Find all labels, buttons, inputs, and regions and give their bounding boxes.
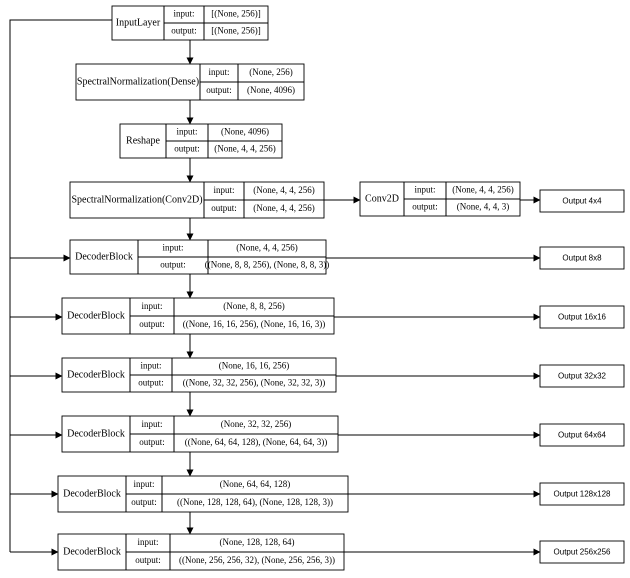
input-port-label: input: xyxy=(414,185,435,195)
output-node-output-16x16: Output 16x16 xyxy=(539,305,625,329)
output-node-output-8x8: Output 8x8 xyxy=(539,246,625,270)
layer-name: Reshape xyxy=(126,135,160,146)
connection-lines xyxy=(9,19,541,556)
layer-name: DecoderBlock xyxy=(67,310,125,321)
layer-node-decoderblock: DecoderBlock input: output: (None, 32, 32, … xyxy=(61,415,339,453)
output-node-output-128x128: Output 128x128 xyxy=(539,482,625,506)
input-shape: (None, 16, 16, 256) xyxy=(219,361,290,371)
input-port-label: input: xyxy=(141,419,162,429)
output-box xyxy=(539,189,625,213)
layer-name: InputLayer xyxy=(116,17,161,28)
layer-name: Conv2D xyxy=(365,193,399,204)
output-box xyxy=(539,482,625,506)
input-shape: (None, 4, 4, 256) xyxy=(253,185,315,195)
layer-node-spectralnormalization-dense: SpectralNormalization(Dense) input: output… xyxy=(75,63,305,101)
output-box xyxy=(539,423,625,447)
layer-name: DecoderBlock xyxy=(67,428,125,439)
input-port-label: input: xyxy=(173,9,194,19)
layer-node-decoderblock: DecoderBlock input: output: (None, 4, 4, 25… xyxy=(69,239,329,275)
output-shape: [(None, 256)] xyxy=(211,26,260,36)
output-port-label: output: xyxy=(211,203,237,213)
layer-node-decoderblock: DecoderBlock input: output: (None, 8, 8, 25… xyxy=(61,297,335,335)
input-shape: (None, 32, 32, 256) xyxy=(221,419,292,429)
layer-name: DecoderBlock xyxy=(63,546,121,557)
output-label: Output 256x256 xyxy=(554,548,611,557)
input-shape: (None, 4, 4, 256) xyxy=(236,243,298,253)
output-shape: (None, 4, 4, 256) xyxy=(214,144,276,154)
output-port-label: output: xyxy=(131,497,157,507)
output-label: Output 4x4 xyxy=(562,197,602,206)
output-box xyxy=(539,246,625,270)
input-port-label: input: xyxy=(137,537,158,547)
skip-connection-line xyxy=(9,19,112,552)
input-port-label: input: xyxy=(162,243,183,253)
input-port-label: input: xyxy=(208,67,229,77)
output-shape: ((None, 64, 64, 128), (None, 64, 64, 3)) xyxy=(185,437,327,447)
output-port-label: output: xyxy=(206,85,232,95)
input-shape: [(None, 256)] xyxy=(211,9,260,19)
output-box xyxy=(539,305,625,329)
input-shape: (None, 256) xyxy=(249,67,293,77)
input-port-label: input: xyxy=(141,301,162,311)
input-port-label: input: xyxy=(213,185,234,195)
layer-node-inputlayer: InputLayer input: output: [(None, 256)] [(No… xyxy=(111,5,269,41)
layer-name: DecoderBlock xyxy=(63,488,121,499)
input-shape: (None, 4096) xyxy=(221,127,269,137)
layer-name: SpectralNormalization(Dense) xyxy=(77,76,199,87)
input-shape: (None, 128, 128, 64) xyxy=(220,537,295,547)
input-shape: (None, 8, 8, 256) xyxy=(223,301,285,311)
input-port-label: input: xyxy=(133,479,154,489)
output-port-label: output: xyxy=(139,319,165,329)
layer-node-reshape: Reshape input: output: (None, 4096) (None, 4… xyxy=(119,123,283,159)
layer-node-decoderblock: DecoderBlock input: output: (None, 16, 16, … xyxy=(61,357,337,393)
layer-nodes: InputLayer input: output: [(None, 256)] [(No… xyxy=(57,5,625,571)
layer-node-decoderblock: DecoderBlock input: output: (None, 128, 128… xyxy=(57,533,345,571)
output-port-label: output: xyxy=(160,260,186,270)
input-shape: (None, 4, 4, 256) xyxy=(452,185,514,195)
output-box xyxy=(539,364,625,388)
output-label: Output 16x16 xyxy=(558,313,607,322)
layer-node-spectralnormalization-conv2d: SpectralNormalization(Conv2D) input: outpu… xyxy=(69,181,325,219)
output-label: Output 8x8 xyxy=(562,254,602,263)
output-port-label: output: xyxy=(135,555,161,565)
input-shape: (None, 64, 64, 128) xyxy=(220,479,291,489)
layer-name: SpectralNormalization(Conv2D) xyxy=(71,194,202,205)
layer-node-decoderblock: DecoderBlock input: output: (None, 64, 64, … xyxy=(57,475,349,513)
output-shape: ((None, 32, 32, 256), (None, 32, 32, 3)) xyxy=(183,378,325,388)
output-shape: (None, 4, 4, 3) xyxy=(457,202,510,212)
output-label: Output 128x128 xyxy=(554,490,611,499)
output-port-label: output: xyxy=(138,378,164,388)
layer-name: DecoderBlock xyxy=(75,251,133,262)
output-port-label: output: xyxy=(174,144,200,154)
output-box xyxy=(539,540,625,564)
output-shape: (None, 4, 4, 256) xyxy=(253,203,315,213)
output-shape: ((None, 128, 128, 64), (None, 128, 128, … xyxy=(177,497,333,507)
output-shape: (None, 4096) xyxy=(247,85,295,95)
output-node-output-32x32: Output 32x32 xyxy=(539,364,625,388)
output-node-output-4x4: Output 4x4 xyxy=(539,189,625,213)
output-label: Output 64x64 xyxy=(558,431,607,440)
output-port-label: output: xyxy=(412,202,438,212)
output-port-label: output: xyxy=(171,26,197,36)
output-port-label: output: xyxy=(139,437,165,447)
output-shape: ((None, 8, 8, 256), (None, 8, 8, 3)) xyxy=(205,260,329,270)
output-node-output-256x256: Output 256x256 xyxy=(539,540,625,564)
output-node-output-64x64: Output 64x64 xyxy=(539,423,625,447)
input-port-label: input: xyxy=(176,127,197,137)
layer-name: DecoderBlock xyxy=(67,369,125,380)
layer-node-conv2d: Conv2D input: output: (None, 4, 4, 256) (Non… xyxy=(359,181,521,217)
input-port-label: input: xyxy=(140,361,161,371)
output-shape: ((None, 16, 16, 256), (None, 16, 16, 3)) xyxy=(183,319,325,329)
output-shape: ((None, 256, 256, 32), (None, 256, 256, … xyxy=(179,555,335,565)
output-label: Output 32x32 xyxy=(558,372,607,381)
